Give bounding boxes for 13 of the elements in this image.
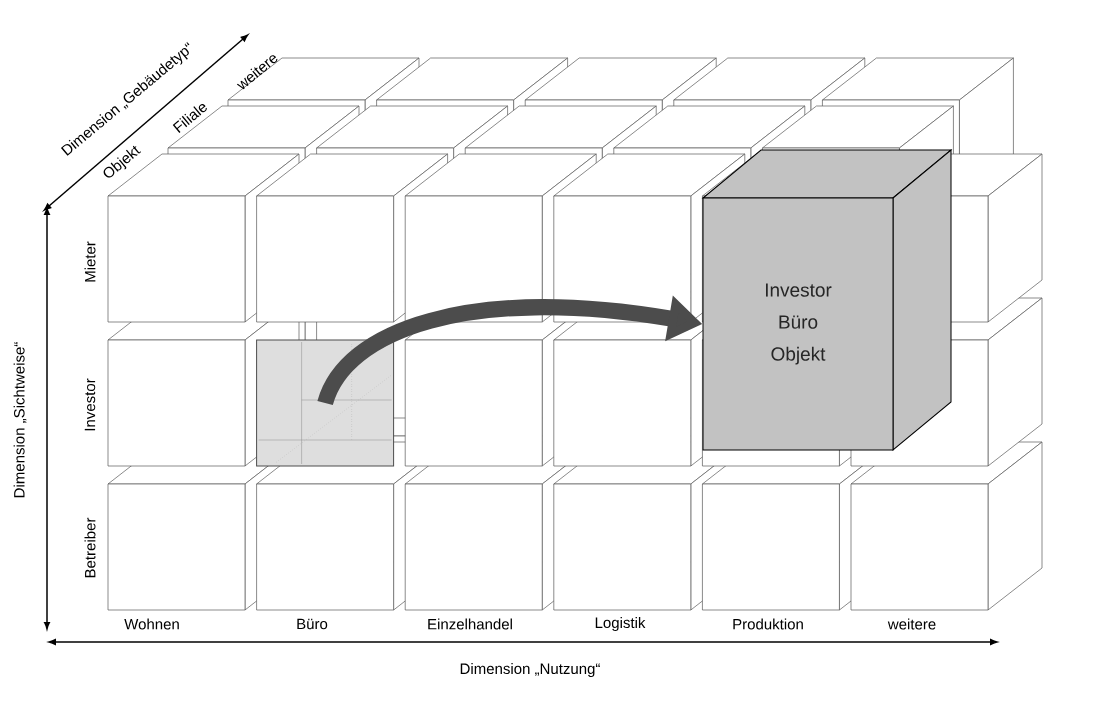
category-label: Investor xyxy=(84,378,96,431)
translucent-cube xyxy=(256,339,395,467)
category-label: Wohnen xyxy=(124,618,179,630)
highlighted-cube: Investor Büro Objekt xyxy=(702,149,952,451)
category-label: Produktion xyxy=(733,618,803,630)
category-label: weitere xyxy=(887,618,936,630)
category-label: Mieter xyxy=(84,241,96,282)
category-label: Logistik xyxy=(595,617,646,631)
category-label: Betreiber xyxy=(84,517,96,578)
axis-title: Dimension „Sichtweise“ xyxy=(13,342,27,498)
category-label: Einzelhandel xyxy=(428,618,512,630)
axis-title: Dimension „Nutzung“ xyxy=(460,663,600,677)
category-label: Büro xyxy=(297,618,328,630)
